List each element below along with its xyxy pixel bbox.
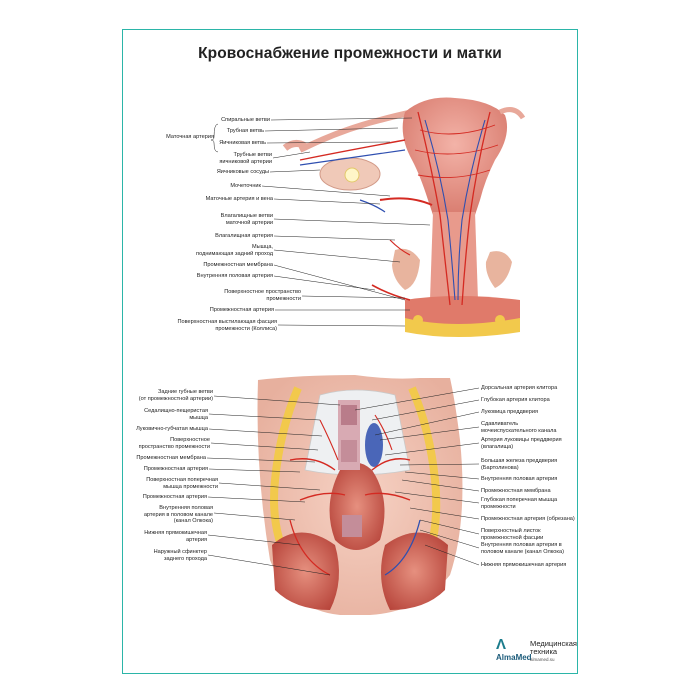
label-tubal-branches-ovarian: Трубные ветви яичниковой артерии (219, 152, 272, 165)
label-vestibule-bulb: Луковица преддверия (481, 409, 539, 415)
label-ovarian-branch: Яичниковая ветвь (219, 140, 266, 146)
poster-title: Кровоснабжение промежности и матки (198, 45, 502, 62)
label-vaginal-branches: Влагалищные ветви маточной артерии (220, 213, 273, 226)
label-superficial-space-lower: Поверхностное пространство промежности (138, 437, 210, 450)
label-inferior-rectal: Нижняя прямокишечная артерия (144, 530, 207, 543)
label-perineal-artery-lower-2: Промежностная артерия (142, 494, 207, 500)
label-deep-clitoris: Глубокая артерия клитора (481, 397, 550, 403)
label-ischiocavernosus: Седалищно-пещеристая мышца (144, 408, 208, 421)
label-ureter: Мочеточник (230, 183, 261, 189)
label-internal-pudendal: Внутренняя половая артерия (196, 273, 273, 279)
label-perineal-membrane-right: Промежностная мембрана (481, 488, 551, 494)
perineum-illustration (257, 375, 463, 615)
label-spiral-branches: Спиральные ветви (221, 117, 270, 123)
label-dorsal-clitoris: Дорсальная артерия клитора (481, 385, 558, 391)
almamed-logo-icon: Λ (496, 636, 507, 653)
label-perineal-membrane-lower: Промежностная мембрана (136, 455, 206, 461)
lower-leader-lines (206, 387, 480, 576)
label-perineal-artery-cut: Промежностная артерия (обрезана) (481, 516, 575, 522)
label-superficial-fascia: Поверхностный листок промежностной фасци… (481, 528, 544, 541)
upper-leader-lines (210, 117, 431, 327)
label-perineal-artery: Промежностная артерия (209, 307, 274, 313)
brand-tagline: Медицинская техника (530, 639, 577, 656)
label-internal-pudendal-canal: Внутренняя половая артерия в половом кан… (143, 505, 213, 524)
label-vaginal-artery: Влагалищная артерия (215, 233, 273, 239)
label-bulb-artery: Артерия луковицы преддверия (влагалища) (481, 437, 562, 450)
brand-name: AlmaMed (496, 653, 532, 662)
label-inferior-rectal-right: Нижняя прямокишечная артерия (481, 562, 567, 568)
label-colles-fascia: Поверхностная выстилающая фасция промежн… (177, 319, 277, 332)
label-superficial-space: Поверхностное пространство промежности (224, 289, 301, 302)
label-deep-transverse: Глубокая поперечная мышца промежности (481, 497, 558, 510)
label-levator-ani: Мышца, поднимающая задний проход (196, 244, 273, 257)
label-uterine-artery: Маточная артерия (166, 134, 214, 140)
label-external-sphincter: Наружный сфинктер заднего прохода (153, 549, 207, 562)
label-perineal-membrane: Промежностная мембрана (203, 262, 273, 268)
label-uterine-artery-vein: Маточные артерия и вена (205, 196, 273, 202)
label-perineal-artery-lower: Промежностная артерия (143, 466, 208, 472)
label-urethral-sphincter: Сдавливатель мочеиспускательного канала (481, 421, 557, 434)
label-bulbospongiosus: Луковично-губчатая мышца (136, 426, 208, 432)
label-internal-pudendal-right: Внутренняя половая артерия (481, 476, 558, 482)
label-bartholin-gland: Большая железа преддверия (Бартолинова) (481, 458, 558, 471)
brand-site: almamed.su (530, 657, 555, 662)
label-posterior-labial: Задние губные ветви (от промежностной ар… (138, 389, 213, 402)
uterus-illustration (282, 97, 526, 337)
label-tubal-branch: Трубная ветвь (226, 128, 264, 134)
label-ovarian-vessels: Яичниковые сосуды (216, 169, 269, 175)
label-internal-pudendal-canal-right: Внутренняя половая артерия в половом кан… (481, 542, 564, 555)
label-superficial-transverse: Поверхностная поперечная мышца промежнос… (146, 477, 218, 490)
